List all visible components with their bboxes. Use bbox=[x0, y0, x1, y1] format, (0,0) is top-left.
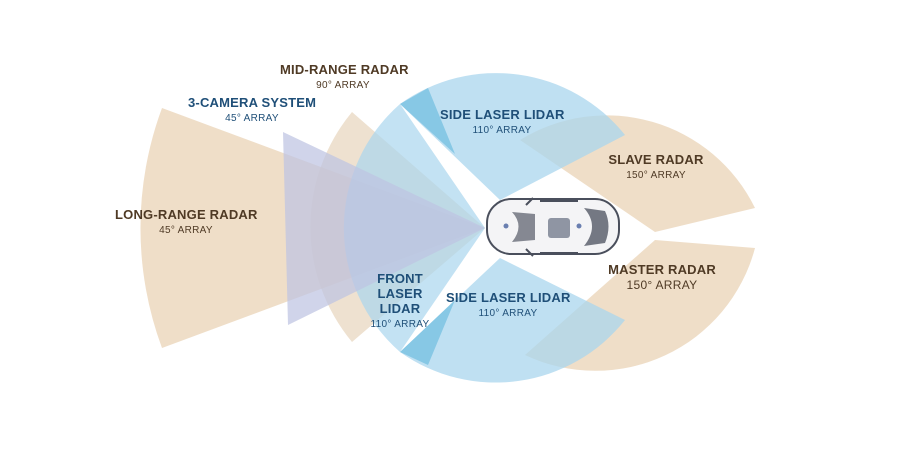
side-lidar-bottom-zone bbox=[400, 258, 625, 383]
master-radar-sub: 150° ARRAY bbox=[626, 277, 698, 292]
camera-system-label: 3-CAMERA SYSTEM 45° ARRAY bbox=[188, 95, 317, 124]
camera-system-zone bbox=[283, 132, 485, 325]
mid-range-radar-label: MID-RANGE RADAR 90° ARRAY bbox=[280, 62, 409, 91]
camera-system-title: 3-CAMERA SYSTEM bbox=[188, 95, 317, 110]
front-lidar-title-1: FRONT bbox=[377, 271, 423, 286]
camera-system-sub: 45° ARRAY bbox=[225, 112, 279, 124]
front-lidar-sub: 110° ARRAY bbox=[370, 318, 430, 330]
front-lidar-title-2: LASER bbox=[377, 285, 423, 301]
lidar-overlap-bottom bbox=[400, 300, 455, 365]
side-lidar-top-title: SIDE LASER LIDAR bbox=[440, 107, 565, 122]
slave-radar-title: SLAVE RADAR bbox=[608, 152, 704, 167]
mid-range-radar-sub: 90° ARRAY bbox=[316, 79, 370, 91]
lidar-overlap-top bbox=[400, 88, 455, 154]
side-lidar-top-zone bbox=[400, 73, 625, 200]
long-range-radar-sub: 45° ARRAY bbox=[159, 224, 213, 236]
side-lidar-bottom-title: SIDE LASER LIDAR bbox=[446, 290, 571, 305]
mid-range-radar-title: MID-RANGE RADAR bbox=[280, 62, 409, 77]
slave-radar-sub: 150° ARRAY bbox=[626, 169, 686, 181]
long-range-radar-title: LONG-RANGE RADAR bbox=[115, 207, 258, 222]
side-lidar-bottom-label: SIDE LASER LIDAR 110° ARRAY bbox=[446, 290, 571, 319]
master-radar-title: MASTER RADAR bbox=[608, 262, 716, 277]
side-lidar-bottom-sub: 110° ARRAY bbox=[478, 307, 538, 319]
long-range-radar-label: LONG-RANGE RADAR 45° ARRAY bbox=[115, 207, 258, 236]
side-lidar-top-label: SIDE LASER LIDAR 110° ARRAY bbox=[440, 107, 565, 136]
front-lidar-title-3: LIDAR bbox=[379, 300, 421, 316]
side-lidar-top-sub: 110° ARRAY bbox=[472, 124, 532, 136]
slave-radar-label: SLAVE RADAR 150° ARRAY bbox=[604, 152, 708, 181]
front-lidar-label: FRONT LASER LIDAR 110° ARRAY bbox=[362, 271, 438, 330]
car-top-view-icon bbox=[486, 197, 620, 257]
master-radar-label: MASTER RADAR 150° ARRAY bbox=[606, 262, 718, 293]
